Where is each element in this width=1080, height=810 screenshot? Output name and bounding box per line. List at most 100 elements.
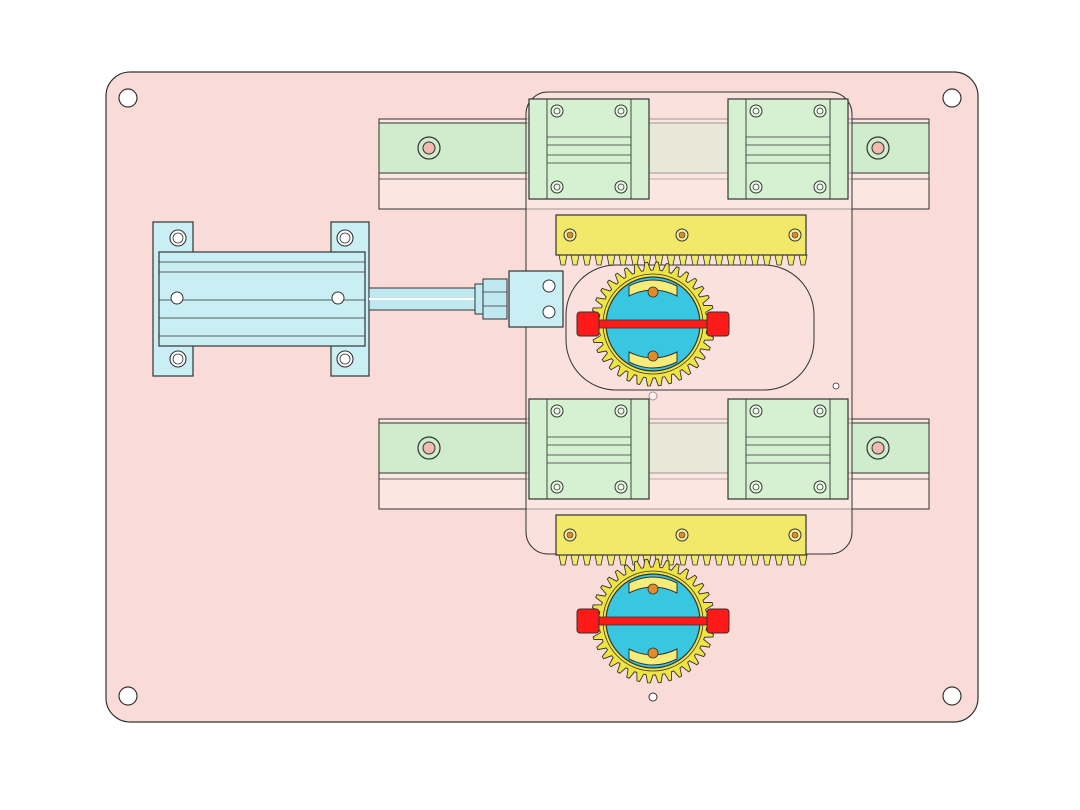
carriage-screw-head [617, 183, 625, 191]
mounting-hole [118, 88, 138, 108]
carriage-screw-head [553, 107, 561, 115]
carriage-screw-icon [550, 180, 564, 194]
rack-screw-head [566, 531, 574, 539]
clamp-bar [582, 319, 724, 329]
carriage-screw-icon [813, 404, 827, 418]
carriage-screw-head [553, 483, 561, 491]
slot-bolt-icon [647, 350, 659, 362]
flange-bolt-hole [169, 229, 187, 247]
carriage-block [528, 98, 650, 200]
lower-gear-rack [555, 514, 808, 566]
carriage-screw-icon [614, 404, 628, 418]
carriage-body [745, 398, 831, 500]
rail-screw-counterbore [866, 436, 890, 460]
rod-nut [474, 283, 484, 315]
flange-bolt-hole [336, 350, 354, 368]
carriage-block-lower-left [528, 398, 650, 500]
mounting-hole [942, 686, 962, 706]
carriage-screw-icon [813, 480, 827, 494]
upper-gear-rack [555, 214, 808, 266]
slide-plate-window [565, 264, 815, 391]
carriage-screw-icon [813, 104, 827, 118]
carriage-body [745, 98, 831, 200]
mounting-hole [118, 686, 138, 706]
carriage-screw-head [752, 107, 760, 115]
rack-screw-head [566, 231, 574, 239]
flange-bolt-head [339, 353, 351, 365]
floating-joint-block [508, 270, 564, 328]
carriage-block [528, 398, 650, 500]
slot-bolt-icon [647, 286, 659, 298]
carriage-block [727, 398, 849, 500]
lower-rotary-gear [576, 558, 730, 684]
rack-screw-head [678, 231, 686, 239]
rail-screw-counterbore [417, 136, 441, 160]
clamp-jaw-right [706, 311, 730, 337]
carriage-screw-head [752, 483, 760, 491]
rail-screw-icon [422, 141, 436, 155]
rail-screw-icon [422, 441, 436, 455]
carriage-screw-head [816, 407, 824, 415]
carriage-screw-head [617, 407, 625, 415]
carriage-screw-head [553, 407, 561, 415]
carriage-screw-icon [550, 480, 564, 494]
joint-bolt-icon [542, 305, 556, 319]
clamp-jaw-right [706, 608, 730, 634]
small-hole [648, 692, 658, 702]
clamp-jaw-left [576, 608, 600, 634]
rack-screw-head [678, 531, 686, 539]
carriage-body [546, 98, 632, 200]
carriage-screw-icon [813, 180, 827, 194]
carriage-screw-icon [749, 180, 763, 194]
flange-bolt-head [172, 232, 184, 244]
rack-teeth [556, 554, 808, 566]
carriage-screw-head [752, 183, 760, 191]
upper-rotary-gear [576, 261, 730, 387]
rail-screw-counterbore [866, 136, 890, 160]
flange-bolt-head [339, 232, 351, 244]
joint-bolt-icon [542, 279, 556, 293]
carriage-screw-head [816, 183, 824, 191]
carriage-screw-icon [749, 404, 763, 418]
carriage-body [546, 398, 632, 500]
slot-bolt-icon [647, 583, 659, 595]
flange-bolt-hole [336, 229, 354, 247]
cylinder-port-icon [331, 291, 345, 305]
mounting-hole [942, 88, 962, 108]
carriage-screw-head [816, 483, 824, 491]
clamp-bar [582, 616, 724, 626]
carriage-screw-head [553, 183, 561, 191]
flange-bolt-hole [169, 350, 187, 368]
clamp-jaw-left [576, 311, 600, 337]
carriage-screw-icon [749, 104, 763, 118]
pneumatic-cylinder [152, 221, 564, 377]
rail-screw-icon [871, 441, 885, 455]
carriage-screw-head [617, 107, 625, 115]
rack-teeth [556, 254, 808, 266]
carriage-screw-head [816, 107, 824, 115]
rail-screw-counterbore [417, 436, 441, 460]
cylinder-body [158, 251, 366, 347]
carriage-block-upper-right [727, 98, 849, 200]
carriage-screw-head [752, 407, 760, 415]
carriage-block-upper-left [528, 98, 650, 200]
carriage-screw-icon [550, 104, 564, 118]
carriage-screw-icon [614, 480, 628, 494]
rack-screw-head [791, 231, 799, 239]
carriage-block-lower-right [727, 398, 849, 500]
rack-screw-head [791, 531, 799, 539]
rail-screw-icon [871, 141, 885, 155]
carriage-screw-icon [614, 104, 628, 118]
carriage-screw-head [617, 483, 625, 491]
slot-bolt-icon [647, 647, 659, 659]
cylinder-port-icon [170, 291, 184, 305]
flange-bolt-head [172, 353, 184, 365]
carriage-screw-icon [749, 480, 763, 494]
carriage-block [727, 98, 849, 200]
carriage-screw-icon [550, 404, 564, 418]
small-hole [832, 382, 840, 390]
rod-lock-nut [482, 278, 508, 320]
carriage-screw-icon [614, 180, 628, 194]
